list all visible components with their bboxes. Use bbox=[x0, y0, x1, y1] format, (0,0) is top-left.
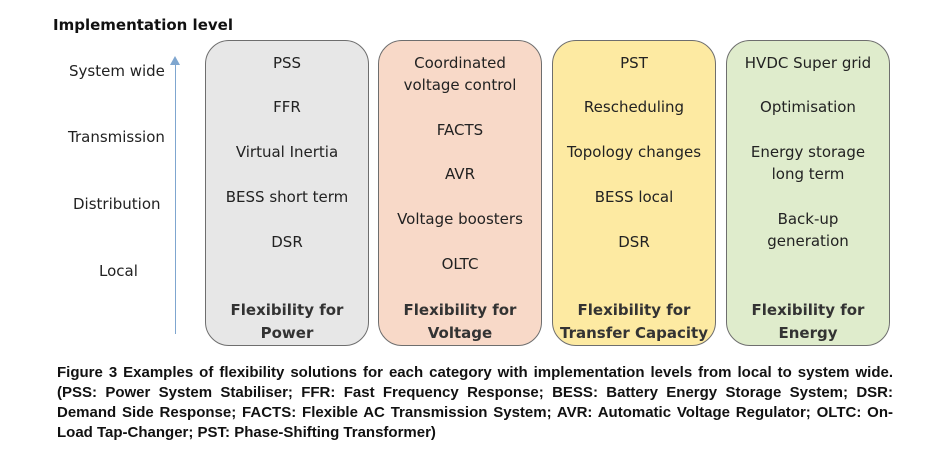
solution-item: Voltage boosters bbox=[397, 210, 523, 228]
solution-item: BESS local bbox=[594, 188, 674, 206]
solution-item: Coordinated voltage control bbox=[403, 54, 517, 94]
category-box-energy: HVDC Super grid Optimisation Energy stor… bbox=[726, 40, 890, 346]
solution-item: DSR bbox=[618, 233, 650, 251]
solution-item: Optimisation bbox=[760, 98, 856, 116]
solution-item: Back-up generation bbox=[767, 210, 849, 250]
solution-item: Virtual Inertia bbox=[235, 143, 339, 161]
implementation-axis-line bbox=[175, 62, 176, 334]
solution-item: OLTC bbox=[441, 255, 479, 273]
level-transmission: Transmission bbox=[68, 128, 165, 146]
solution-item: AVR bbox=[445, 165, 475, 183]
category-label: Flexibility for Transfer Capacity bbox=[559, 301, 708, 342]
solution-item: FACTS bbox=[436, 121, 484, 139]
axis-arrow-head-icon bbox=[170, 56, 180, 65]
solution-item: BESS short term bbox=[225, 188, 349, 206]
axis-title: Implementation level bbox=[53, 16, 233, 34]
solution-item: DSR bbox=[271, 233, 303, 251]
solution-item: PST bbox=[620, 54, 648, 72]
category-box-voltage: Coordinated voltage control FACTS AVR Vo… bbox=[378, 40, 542, 346]
category-label: Flexibility for Voltage bbox=[403, 301, 517, 342]
solution-item: PSS bbox=[272, 54, 302, 72]
category-label: Flexibility for Power bbox=[230, 301, 344, 342]
solution-item: Energy storage long term bbox=[750, 143, 866, 183]
level-system-wide: System wide bbox=[69, 62, 165, 80]
level-local: Local bbox=[99, 262, 138, 280]
solution-item: HVDC Super grid bbox=[744, 54, 872, 72]
solution-item: FFR bbox=[273, 98, 301, 116]
solution-item: Rescheduling bbox=[583, 98, 685, 116]
category-box-power: PSS FFR Virtual Inertia BESS short term … bbox=[205, 40, 369, 346]
category-label: Flexibility for Energy bbox=[751, 301, 865, 342]
figure-caption: Figure 3 Examples of flexibility solutio… bbox=[57, 364, 893, 441]
solution-item: Topology changes bbox=[566, 143, 702, 161]
level-distribution: Distribution bbox=[73, 195, 161, 213]
category-box-transfer-capacity: PST Rescheduling Topology changes BESS l… bbox=[552, 40, 716, 346]
